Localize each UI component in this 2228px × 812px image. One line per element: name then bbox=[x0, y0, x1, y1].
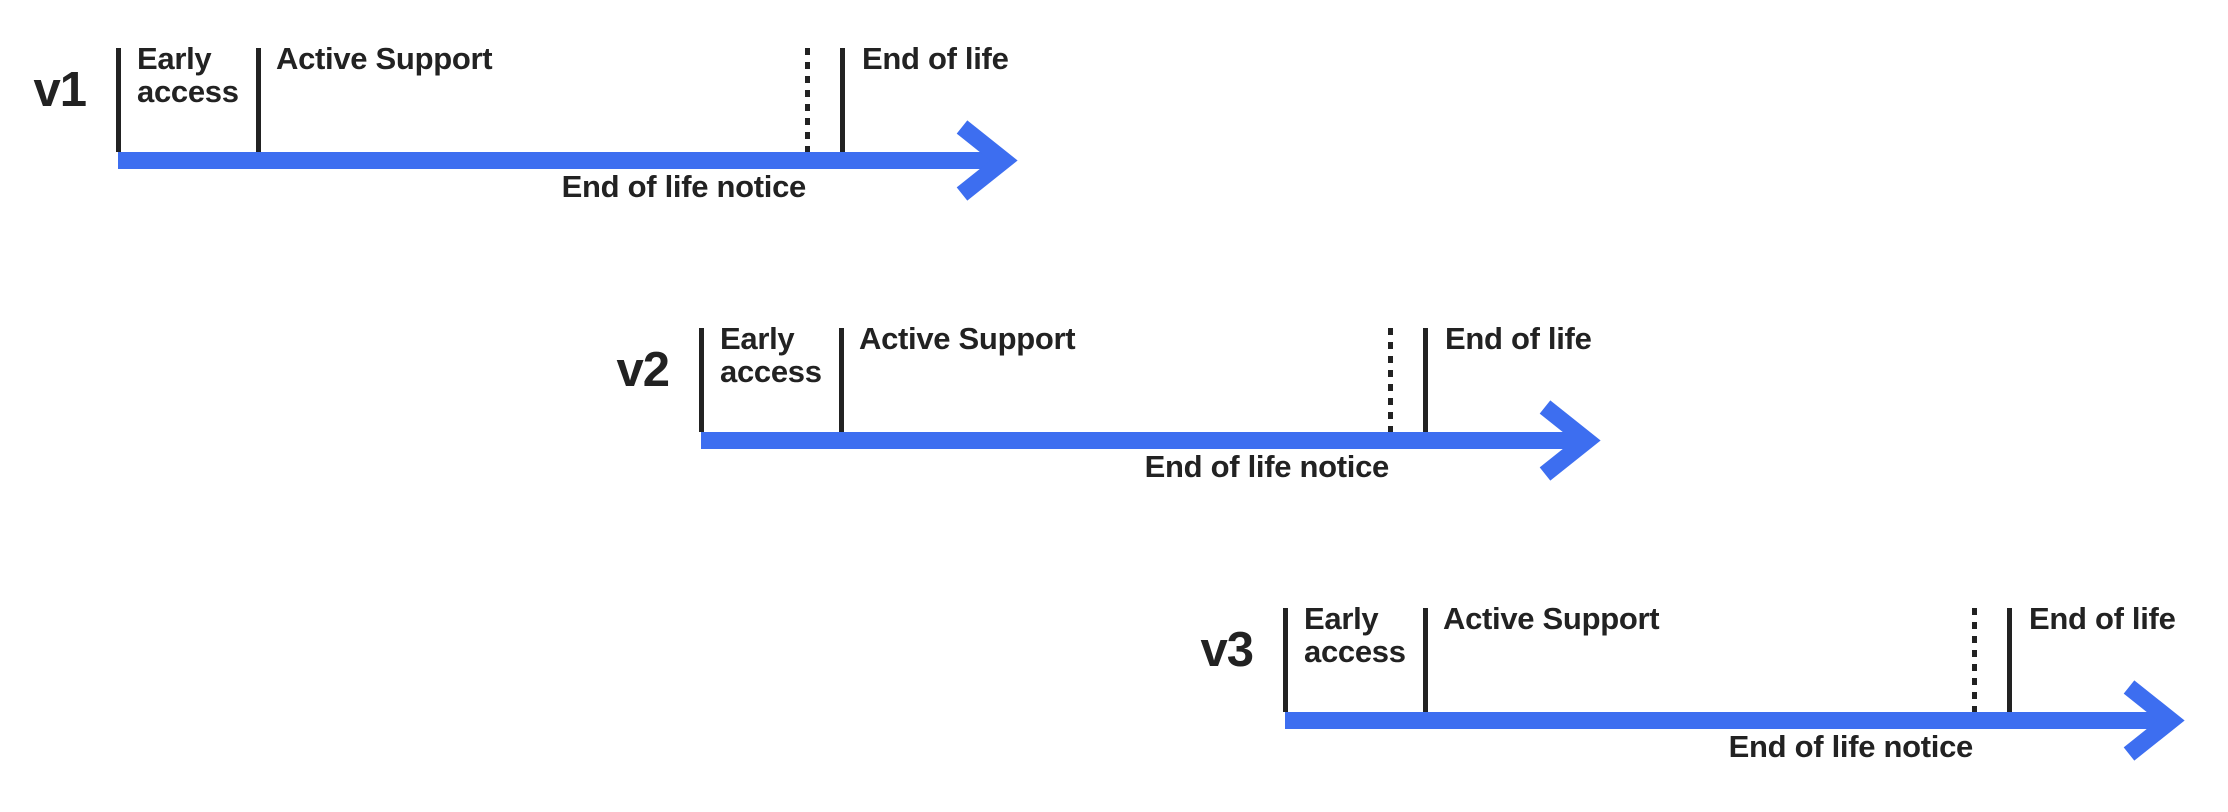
phase-active-support-label: Active Support bbox=[1443, 601, 1660, 636]
phase-early-access-label: Early access bbox=[720, 321, 822, 389]
phase-end-of-life-label: End of life bbox=[1445, 321, 1592, 356]
phase-early-access-label: Early access bbox=[1304, 601, 1406, 669]
timeline-v3: v3 Early access Active Support End of li… bbox=[1167, 560, 2197, 775]
end-of-life-notice-label: End of life notice bbox=[1144, 449, 1390, 484]
end-of-life-notice-label: End of life notice bbox=[1728, 729, 1974, 764]
timeline-v1: v1 Early access Active Support End of li… bbox=[0, 0, 1030, 215]
phase-end-of-life-label: End of life bbox=[862, 41, 1009, 76]
arrowhead-icon bbox=[956, 120, 1018, 201]
timeline-v1-graphic bbox=[116, 48, 1018, 201]
version-label: v1 bbox=[33, 63, 87, 117]
arrowhead-icon bbox=[2123, 680, 2185, 761]
phase-active-support-label: Active Support bbox=[859, 321, 1076, 356]
phase-end-of-life-label: End of life bbox=[2029, 601, 2176, 636]
timeline-v2: v2 Early access Active Support End of li… bbox=[583, 280, 1613, 495]
timeline-v2-graphic bbox=[699, 328, 1601, 481]
phase-early-access-label: Early access bbox=[137, 41, 239, 109]
version-label: v3 bbox=[1200, 623, 1254, 677]
timeline-v3-graphic bbox=[1283, 608, 2185, 761]
arrowhead-icon bbox=[1539, 400, 1601, 481]
phase-active-support-label: Active Support bbox=[276, 41, 493, 76]
version-label: v2 bbox=[616, 343, 670, 397]
end-of-life-notice-label: End of life notice bbox=[561, 169, 807, 204]
